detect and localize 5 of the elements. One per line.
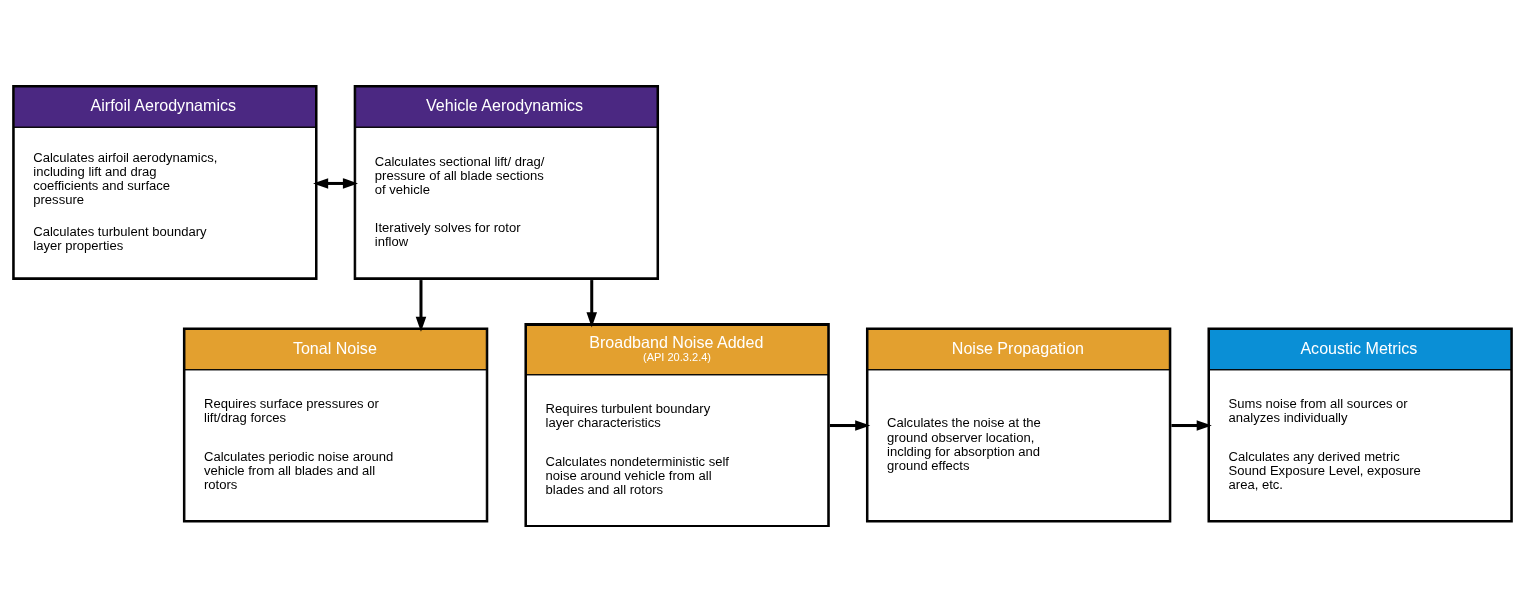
arrow xyxy=(586,279,598,327)
arrow xyxy=(313,177,358,189)
arrow xyxy=(415,279,427,332)
arrow xyxy=(829,419,871,431)
arrow xyxy=(1171,419,1212,431)
